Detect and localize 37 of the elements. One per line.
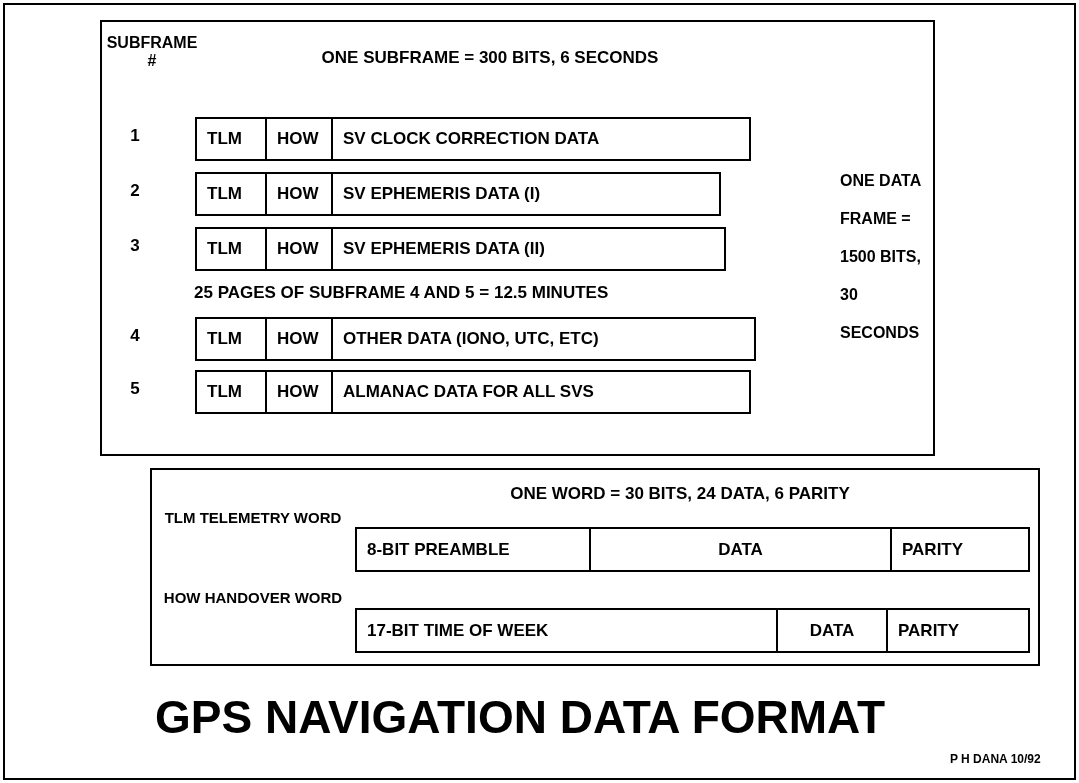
- frame-panel: [150, 468, 1040, 666]
- table-cell: PARITY: [890, 527, 1030, 572]
- credit-text: P H DANA 10/92: [950, 752, 1042, 766]
- table-cell: 17-BIT TIME OF WEEK: [355, 608, 778, 653]
- dimension-label: ONE WORD = 30 BITS, 24 DATA, 6 PARITY: [509, 484, 851, 504]
- table-cell: HOW: [265, 172, 333, 216]
- table-cell: HOW: [265, 227, 333, 271]
- table-cell: SV CLOCK CORRECTION DATA: [331, 117, 751, 161]
- note-text: 25 PAGES OF SUBFRAME 4 AND 5 = 12.5 MINUTES: [194, 283, 610, 303]
- table-cell: SV EPHEMERIS DATA (II): [331, 227, 726, 271]
- table-cell: DATA: [776, 608, 888, 653]
- dimension-label: ONE SUBFRAME = 300 BITS, 6 SECONDS: [320, 48, 660, 68]
- row-number: 1: [129, 126, 141, 146]
- table-cell: HOW: [265, 317, 333, 361]
- table-cell: HOW: [265, 117, 333, 161]
- word-label: HOW HANDOVER WORD: [162, 588, 344, 608]
- table-cell: ALMANAC DATA FOR ALL SVS: [331, 370, 751, 414]
- diagram-title: GPS NAVIGATION DATA FORMAT: [154, 690, 886, 744]
- row-number: 2: [129, 181, 141, 201]
- column-heading: SUBFRAME #: [105, 34, 199, 70]
- table-cell: TLM: [195, 172, 267, 216]
- table-cell: TLM: [195, 117, 267, 161]
- table-cell: TLM: [195, 370, 267, 414]
- dimension-label: ONE DATA FRAME = 1500 BITS, 30 SECONDS: [840, 171, 922, 343]
- table-cell: SV EPHEMERIS DATA (I): [331, 172, 721, 216]
- table-cell: TLM: [195, 317, 267, 361]
- table-cell: 8-BIT PREAMBLE: [355, 527, 591, 572]
- row-number: 4: [129, 326, 141, 346]
- table-cell: TLM: [195, 227, 267, 271]
- frame-panel: [100, 20, 935, 456]
- table-cell: PARITY: [886, 608, 1030, 653]
- table-cell: OTHER DATA (IONO, UTC, ETC): [331, 317, 756, 361]
- row-number: 5: [129, 379, 141, 399]
- table-cell: DATA: [589, 527, 892, 572]
- table-cell: HOW: [265, 370, 333, 414]
- word-label: TLM TELEMETRY WORD: [163, 508, 343, 528]
- row-number: 3: [129, 236, 141, 256]
